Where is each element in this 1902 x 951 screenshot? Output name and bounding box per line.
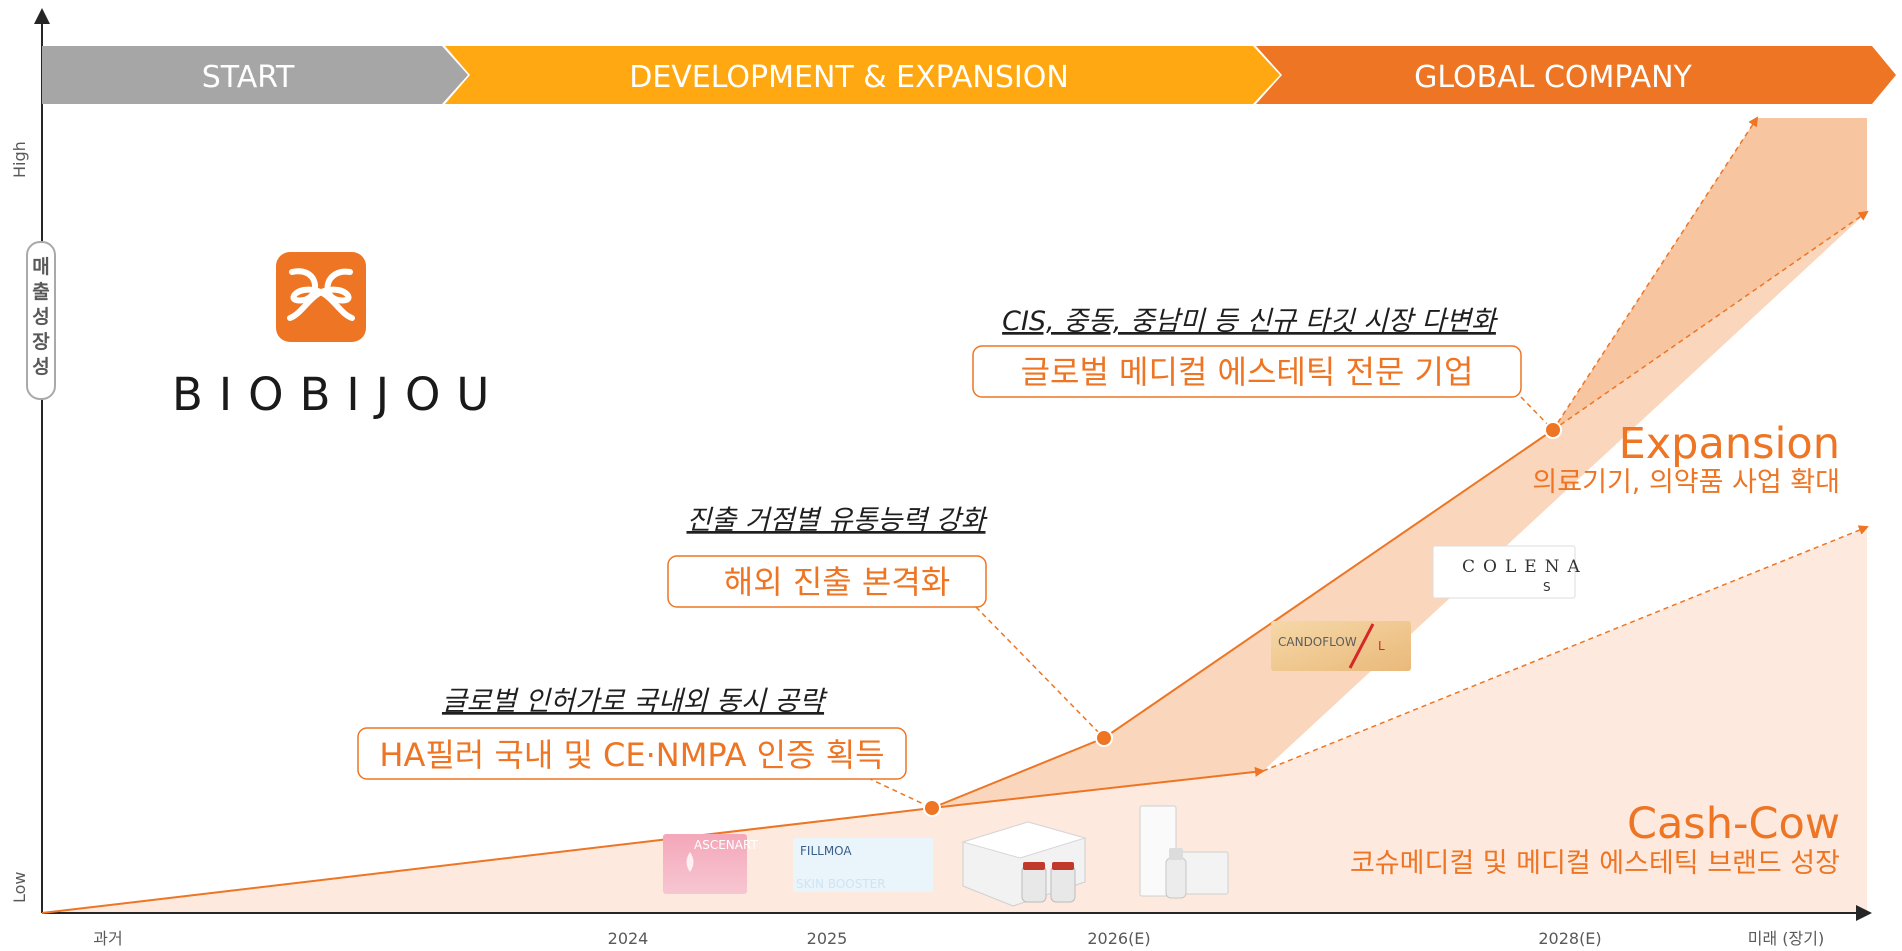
ascenart-label: ASCENART: [694, 838, 758, 852]
expansion-upper-area: [1553, 118, 1867, 430]
phase-global-label: GLOBAL COMPANY: [1414, 60, 1692, 95]
logo-icon: [276, 252, 366, 342]
milestone-3-dot: [1544, 421, 1562, 439]
product-fillmoa-image: FILLMOA SKIN BOOSTER: [793, 838, 933, 892]
cashcow-desc: 코슈메디컬 및 메디컬 에스테틱 브랜드 성장: [1350, 848, 1840, 879]
product-ascenart-image: ASCENART: [663, 834, 758, 894]
x-tick-label: 2025: [807, 929, 848, 948]
milestone-3-subtitle: CIS, 중동, 중남미 등 신규 타깃 시장 다변화: [1002, 306, 1498, 337]
milestone-3-title: 글로벌 메디컬 에스테틱 전문 기업: [1021, 353, 1474, 391]
milestone-1-title: HA필러 국내 및 CE·NMPA 인증 획득: [379, 736, 884, 774]
candoflow-mark: L: [1378, 639, 1385, 653]
growth-line-expansion-b: [1103, 429, 1554, 739]
y-axis-label-char: 성: [32, 356, 49, 378]
growth-line-base: [41, 807, 933, 914]
x-tick-label: 2028(E): [1538, 929, 1601, 948]
cashcow-area: [42, 527, 1867, 913]
phase-development-label: DEVELOPMENT & EXPANSION: [629, 60, 1069, 95]
y-axis-label-char: 매: [32, 256, 49, 278]
growth-line-cashcow: [1262, 525, 1869, 772]
expansion-desc: 의료기기, 의약품 사업 확대: [1532, 467, 1840, 498]
y-axis-label-char: 장: [32, 331, 50, 353]
y-axis-label-pill: [26, 241, 56, 400]
product-box-vials-image: [961, 821, 1087, 907]
colena-sub-label: S: [1543, 580, 1551, 594]
x-tick-label: 과거: [93, 929, 122, 948]
y-axis-label-char: 성: [32, 306, 49, 328]
growth-line-high-a: [1552, 116, 1759, 431]
product-colena-image: COLENA S: [1432, 545, 1588, 599]
x-tick-label: 2024: [608, 929, 649, 948]
milestone-1-box: [357, 727, 907, 780]
y-axis-high-label: High: [10, 141, 29, 178]
colena-label: COLENA: [1462, 557, 1588, 577]
y-axis-low-label: Low: [10, 871, 29, 903]
y-axis-label: 매 출 성 장 성: [32, 256, 50, 378]
skinbooster-label: SKIN BOOSTER: [796, 877, 886, 891]
milestone-3-box: [972, 345, 1522, 398]
fillmoa-label: FILLMOA: [800, 844, 852, 858]
milestone-2-dot: [1095, 729, 1113, 747]
growth-line-expansion-a: [931, 737, 1105, 809]
y-axis-arrow: [34, 8, 50, 24]
milestone-1-dot: [923, 799, 941, 817]
product-serum-image: [1139, 805, 1229, 899]
x-axis-arrow: [1856, 905, 1872, 921]
candoflow-label: CANDOFLOW: [1278, 635, 1357, 649]
phase-start-label: START: [202, 60, 295, 95]
milestone-2-box: [667, 555, 987, 608]
cashcow-title: Cash-Cow: [1627, 799, 1840, 849]
expansion-title: Expansion: [1619, 419, 1840, 469]
milestone-2-subtitle: 진출 거점별 유통능력 강화: [687, 505, 988, 536]
biobijou-logo: BIOBIJOU: [172, 252, 505, 421]
phase-development-arrow: [445, 46, 1280, 104]
phase-start-arrow: [42, 46, 468, 104]
y-axis-label-char: 출: [32, 281, 49, 303]
growth-line-mid: [931, 766, 1265, 809]
milestone-1-leader: [867, 777, 933, 809]
phase-global-arrow: [1256, 46, 1896, 104]
x-tick-label: 2026(E): [1087, 929, 1150, 948]
milestone-2-title: 해외 진출 본격화: [724, 563, 950, 601]
milestone-1-subtitle: 글로벌 인허가로 국내외 동시 공략: [442, 686, 828, 717]
x-tick-label: 미래 (장기): [1748, 929, 1824, 948]
growth-line-high-b: [1552, 210, 1869, 431]
product-candoflow-image: CANDOFLOW L: [1271, 621, 1411, 671]
milestone-2-leader: [975, 606, 1105, 739]
logo-wordmark: BIOBIJOU: [172, 368, 505, 421]
